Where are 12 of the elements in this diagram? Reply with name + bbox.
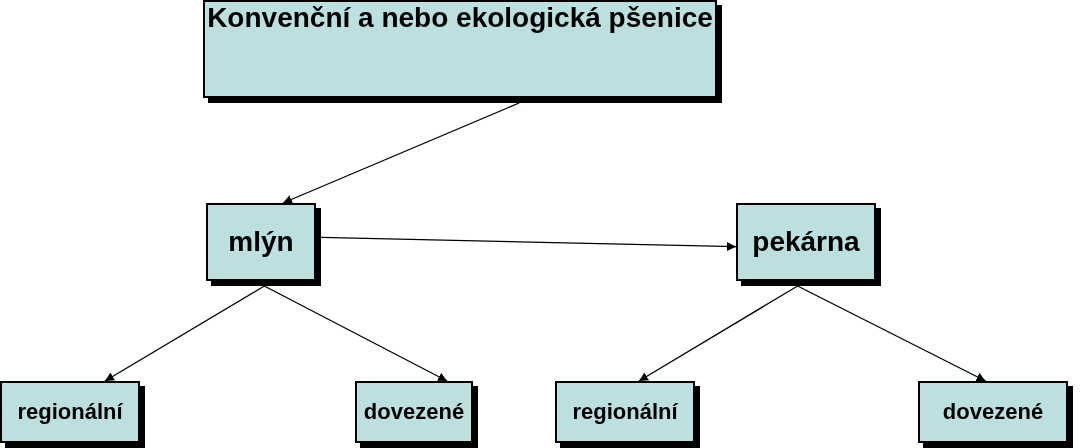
box-label: Konvenční a nebo ekologická pšenice xyxy=(207,2,713,34)
arrow xyxy=(320,236,737,251)
arrow xyxy=(104,285,265,382)
box-label: regionální xyxy=(17,399,123,425)
arrow xyxy=(638,285,799,382)
arrow xyxy=(263,285,448,382)
box-label: regionální xyxy=(572,399,678,425)
box-label: dovezené xyxy=(942,399,1044,425)
box-label: pekárna xyxy=(752,226,860,258)
arrow xyxy=(796,285,987,382)
box-label: dovezené xyxy=(363,399,465,425)
box-label: mlýn xyxy=(228,226,294,258)
